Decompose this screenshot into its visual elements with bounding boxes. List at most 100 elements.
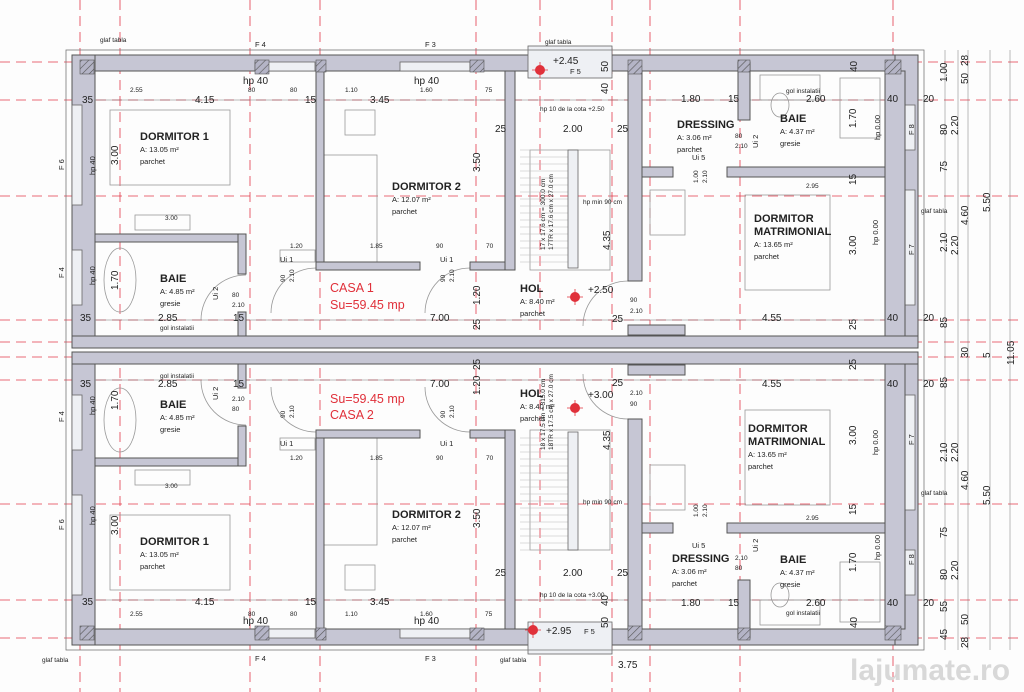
window-label: F 6 [57, 159, 66, 170]
dimension-label: 25 [612, 314, 624, 325]
room-name: BAIE [160, 399, 186, 411]
furniture [279, 249, 316, 263]
room-area: A: 12.07 m² [392, 523, 431, 532]
dimension-label: hp 0.00 [873, 535, 882, 560]
dimension-label: 20 [923, 94, 935, 105]
furniture [649, 464, 686, 511]
dimension-label: 15 [848, 173, 859, 185]
structural-column [627, 625, 643, 641]
structural-column [737, 59, 751, 73]
dimension-label: 25 [848, 358, 859, 370]
dimension-label: 2.10 [630, 308, 643, 315]
door-swing [582, 373, 629, 420]
dimension-label: 40 [600, 594, 611, 606]
structural-column [737, 627, 751, 641]
window-label: F 4 [255, 654, 266, 663]
room-name: MATRIMONIAL [748, 436, 826, 448]
dimension-label: 1.70 [848, 552, 859, 572]
dimension-label: 45 [939, 628, 950, 640]
structural-column [469, 59, 485, 73]
dimension-label: 4.15 [195, 597, 215, 608]
dimension-label: 2.85 [158, 379, 178, 390]
level-mark: +3.00 [588, 390, 614, 401]
furniture [344, 564, 376, 591]
window [527, 621, 613, 655]
stair-note: 18TR x 17.5 cm x 27.0 cm [548, 374, 555, 450]
level-mark: +2.95 [546, 626, 572, 637]
dimension-label: 25 [612, 378, 624, 389]
dimension-label: 25 [617, 124, 629, 135]
room-floor: parchet [672, 579, 698, 588]
dimension-label: 75 [485, 87, 493, 94]
dimension-label: 2.60 [806, 94, 826, 105]
note-label: glaf tabla [500, 657, 527, 664]
door-swing [582, 280, 629, 327]
window-label: F 3 [425, 654, 436, 663]
dimension-label: 2.10 [939, 442, 950, 462]
dimension-label: 3.00 [165, 483, 178, 490]
dimension-label: 28 [960, 54, 971, 66]
room-name: MATRIMONIAL [754, 226, 832, 238]
note-label: glaf tabla [921, 208, 948, 215]
dimension-label: 50 [960, 613, 971, 625]
level-mark: +2.45 [553, 56, 579, 67]
wall [611, 628, 919, 646]
casa-area: Su=59.45 mp [330, 392, 405, 406]
structural-column [469, 627, 485, 641]
dimension-label: 80 [939, 568, 950, 580]
dimension-label: 1.60 [420, 611, 433, 618]
dimension-label: 2.55 [130, 611, 143, 618]
level-marker-icon [567, 400, 583, 416]
wall [627, 324, 686, 336]
wall [315, 433, 325, 630]
room-floor: parchet [677, 145, 703, 154]
dimension-label: 90 [436, 243, 444, 250]
dimension-label: 20 [923, 313, 935, 324]
dimension-label: 7.00 [430, 379, 450, 390]
window [399, 628, 471, 639]
room-floor: parchet [748, 462, 774, 471]
dimension-label: 2.60 [806, 598, 826, 609]
window [527, 45, 613, 79]
furniture-layer [103, 74, 881, 626]
room-area: A: 12.07 m² [392, 195, 431, 204]
room-area: A: 4.37 m² [780, 568, 815, 577]
window-label: F 8 [907, 124, 916, 135]
wall [641, 166, 674, 178]
dimension-label: 85 [939, 316, 950, 328]
window-label: F 3 [425, 40, 436, 49]
dimension-label: 1.85 [370, 243, 383, 250]
wall [94, 457, 246, 467]
dimension-label: 75 [939, 526, 950, 538]
dimension-label: 3.00 [848, 425, 859, 445]
room-floor: parchet [392, 207, 418, 216]
dimension-label: hp 40 [243, 76, 268, 87]
window-label: F 7 [907, 434, 916, 445]
dimension-label: 25 [495, 124, 507, 135]
dimension-label: 7.00 [430, 313, 450, 324]
wall [504, 70, 516, 271]
room-name: DRESSING [672, 553, 729, 565]
dimension-label: 40 [887, 94, 899, 105]
dimension-label: 4.35 [602, 230, 613, 250]
room-area: A: 13.05 m² [140, 145, 179, 154]
dimension-label: 2.10 [702, 504, 709, 517]
note-label: hp min 90 cm [583, 199, 622, 206]
furniture [759, 74, 821, 101]
dimension-label: 2.10 [449, 405, 456, 418]
furniture [134, 214, 191, 231]
room-area: A: 13.05 m² [140, 550, 179, 559]
wall [504, 429, 516, 630]
level-marker-icon [532, 62, 548, 78]
door-swing [270, 386, 317, 433]
dimension-label: 2.85 [158, 313, 178, 324]
dimension-label: 15 [305, 597, 317, 608]
dimension-label: 2.10 [735, 555, 748, 562]
room-area: A: 4.85 m² [160, 413, 195, 422]
dimension-label: 2.10 [630, 390, 643, 397]
note-label: glaf tabla [42, 657, 69, 664]
dimension-label: 15 [305, 95, 317, 106]
room-name: DORMITOR 2 [392, 509, 461, 521]
dimension-label: 1.10 [345, 611, 358, 618]
